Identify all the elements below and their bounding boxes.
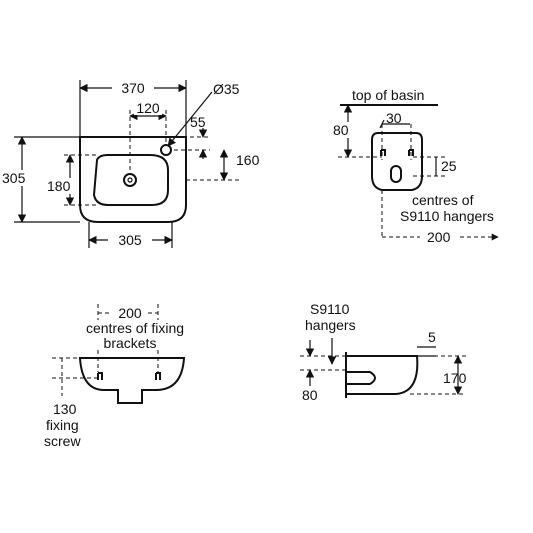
- label-160: 160: [236, 152, 260, 168]
- label-bg: [46, 178, 76, 194]
- label-130: 130: [53, 401, 77, 417]
- label-200: 200: [118, 305, 142, 321]
- plan-view: 370 Ø35 120 55 160 305 180: [0, 80, 260, 248]
- label-55: 55: [190, 114, 206, 130]
- rear-view: top of basin 30 80 25 centres of S9110 h…: [332, 87, 499, 245]
- label-bg: [332, 122, 354, 138]
- fixing-hole-right: [155, 372, 161, 380]
- label-bg: [134, 101, 162, 115]
- label-centres-of: centres of: [412, 192, 474, 208]
- side-view: S9110 hangers 5 170 80: [300, 301, 467, 403]
- label-170: 170: [443, 370, 467, 386]
- hanger-slot-left: [380, 149, 386, 156]
- basin-outline: [79, 136, 187, 223]
- fixing-hole-left: [97, 372, 103, 380]
- label-top-of-basin: top of basin: [352, 87, 424, 103]
- label-fixing: fixing: [46, 417, 79, 433]
- label-200: 200: [427, 229, 451, 245]
- label-120: 120: [136, 100, 160, 116]
- label-bg: [0, 170, 44, 186]
- label-hanger-code: S9110 hangers: [400, 208, 494, 224]
- waste-center: [127, 177, 133, 183]
- waste-outlet: [123, 173, 137, 187]
- label-hanger-code: S9110: [310, 301, 350, 317]
- label-370: 370: [121, 80, 145, 96]
- label-305h: 305: [118, 232, 142, 248]
- tap-hole: [160, 144, 172, 156]
- basin-side-outline: [346, 355, 419, 395]
- label-305: 305: [2, 170, 26, 186]
- waste-slot: [390, 165, 402, 183]
- label-screw: screw: [44, 433, 81, 449]
- label-180: 180: [47, 178, 71, 194]
- label-bg: [112, 80, 154, 96]
- leader-diameter: [167, 91, 213, 147]
- label-centres-line1: centres of fixing: [86, 320, 184, 336]
- basin-bowl: [92, 154, 169, 206]
- label-hangers: hangers: [305, 317, 356, 333]
- front-view: 200 centres of fixing brackets 130 fixin…: [44, 304, 186, 449]
- label-80: 80: [333, 122, 349, 138]
- basin-side-inner: [346, 371, 376, 385]
- label-30: 30: [386, 110, 402, 126]
- label-bg: [108, 232, 152, 248]
- basin-front-outline: [78, 357, 186, 404]
- hanger-slot-right: [408, 149, 414, 156]
- label-80: 80: [302, 387, 318, 403]
- label-25: 25: [441, 158, 457, 174]
- label-diameter: Ø35: [213, 81, 240, 97]
- label-5: 5: [428, 329, 436, 345]
- label-centres-line2: brackets: [104, 335, 157, 351]
